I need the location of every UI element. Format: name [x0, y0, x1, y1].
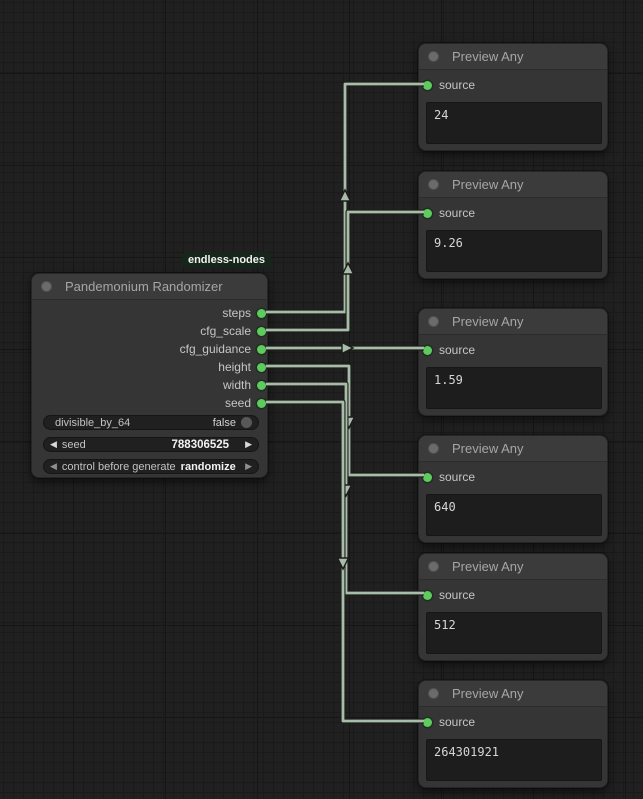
output-label: width	[222, 378, 251, 392]
collapse-dot-icon[interactable]	[428, 316, 439, 327]
collapse-dot-icon[interactable]	[41, 281, 52, 292]
input-slot-source: source	[419, 341, 607, 359]
output-dot-steps[interactable]	[257, 308, 266, 318]
node-pandemonium-randomizer[interactable]: Pandemonium Randomizer steps cfg_scale c…	[31, 273, 268, 478]
input-label: source	[439, 206, 476, 220]
node-header[interactable]: Pandemonium Randomizer	[32, 274, 267, 300]
output-label: steps	[222, 306, 251, 320]
wire-arrow-down-icon	[336, 557, 350, 571]
stepper-left-arrow-icon[interactable]: ◀	[50, 439, 57, 449]
output-label: seed	[224, 396, 251, 410]
node-preview-any-1[interactable]: Preview Any source 24	[418, 43, 608, 151]
collapse-dot-icon[interactable]	[428, 561, 439, 572]
output-slot-cfg-scale: cfg_scale	[32, 322, 267, 340]
widget-label: seed	[61, 438, 86, 451]
wire-arrow-down-icon	[342, 416, 356, 430]
node-header[interactable]: Preview Any	[419, 172, 607, 198]
node-preview-any-2[interactable]: Preview Any source 9.26	[418, 171, 608, 279]
stepper-left-arrow-icon[interactable]: ◀	[50, 461, 57, 471]
node-preview-any-4[interactable]: Preview Any source 640	[418, 435, 608, 543]
output-label: cfg_scale	[200, 324, 251, 338]
input-dot-source[interactable]	[423, 208, 432, 218]
node-preview-any-6[interactable]: Preview Any source 264301921	[418, 680, 608, 788]
input-label: source	[439, 470, 476, 484]
node-badge-endless-nodes: endless-nodes	[181, 252, 271, 268]
node-title: Preview Any	[452, 441, 524, 456]
wire-seed-to-preview-6[interactable]	[266, 399, 424, 724]
wire-width-to-preview-5[interactable]	[266, 381, 424, 596]
stepper-right-arrow-icon[interactable]: ▶	[245, 439, 252, 449]
wire-arrow-right-icon	[341, 341, 355, 355]
input-slot-source: source	[419, 713, 607, 731]
preview-value-box[interactable]: 9.26	[426, 230, 602, 272]
output-dot-cfg-guidance[interactable]	[257, 344, 266, 354]
node-header[interactable]: Preview Any	[419, 436, 607, 462]
output-dot-height[interactable]	[257, 362, 266, 372]
input-slot-source: source	[419, 204, 607, 222]
preview-value-box[interactable]: 24	[426, 102, 602, 144]
preview-value-box[interactable]: 1.59	[426, 367, 602, 409]
control-before-generate-stepper[interactable]: ◀ control before generate randomize ▶	[43, 459, 259, 474]
output-slot-cfg-guidance: cfg_guidance	[32, 340, 267, 358]
toggle-divisible-by-64[interactable]: divisible_by_64 false	[43, 415, 259, 430]
preview-value-box[interactable]: 640	[426, 494, 602, 536]
wire-cfg-guidance-to-preview-3[interactable]	[266, 341, 424, 355]
input-label: source	[439, 78, 476, 92]
input-dot-source[interactable]	[423, 345, 432, 355]
input-slot-source: source	[419, 468, 607, 486]
collapse-dot-icon[interactable]	[428, 51, 439, 62]
wire-arrow-down-icon	[339, 484, 353, 498]
collapse-dot-icon[interactable]	[428, 179, 439, 190]
wire-arrow-up-icon	[338, 188, 352, 202]
input-dot-source[interactable]	[423, 472, 432, 482]
widget-label: control before generate	[61, 460, 176, 473]
input-label: source	[439, 343, 476, 357]
seed-stepper[interactable]: ◀ seed 788306525 ▶	[43, 437, 259, 452]
output-dot-seed[interactable]	[257, 398, 266, 408]
node-header[interactable]: Preview Any	[419, 554, 607, 580]
output-slot-steps: steps	[32, 304, 267, 322]
widget-label: divisible_by_64	[55, 416, 131, 429]
node-title: Preview Any	[452, 49, 524, 64]
node-title: Preview Any	[452, 177, 524, 192]
node-preview-any-3[interactable]: Preview Any source 1.59	[418, 308, 608, 416]
toggle-knob-icon[interactable]	[241, 417, 252, 428]
seed-value: 788306525	[171, 438, 230, 451]
wire-cfg-scale-to-preview-2[interactable]	[266, 209, 424, 333]
wire-steps-to-preview-1[interactable]	[266, 81, 424, 315]
input-slot-source: source	[419, 76, 607, 94]
preview-value-box[interactable]: 512	[426, 612, 602, 654]
output-slot-seed: seed	[32, 394, 267, 412]
input-dot-source[interactable]	[423, 590, 432, 600]
input-label: source	[439, 715, 476, 729]
output-dot-cfg-scale[interactable]	[257, 326, 266, 336]
output-slot-height: height	[32, 358, 267, 376]
stepper-right-arrow-icon[interactable]: ▶	[245, 461, 252, 471]
input-dot-source[interactable]	[423, 717, 432, 727]
output-label: height	[218, 360, 251, 374]
input-dot-source[interactable]	[423, 80, 432, 90]
input-label: source	[439, 588, 476, 602]
output-label: cfg_guidance	[179, 342, 251, 356]
node-header[interactable]: Preview Any	[419, 681, 607, 707]
node-title: Preview Any	[452, 314, 524, 329]
collapse-dot-icon[interactable]	[428, 443, 439, 454]
wire-arrow-up-icon	[341, 261, 355, 275]
node-title: Preview Any	[452, 686, 524, 701]
toggle-value: false	[212, 416, 236, 429]
node-preview-any-5[interactable]: Preview Any source 512	[418, 553, 608, 661]
preview-value-box[interactable]: 264301921	[426, 739, 602, 781]
node-title: Preview Any	[452, 559, 524, 574]
node-title: Pandemonium Randomizer	[65, 279, 223, 294]
control-value: randomize	[180, 460, 236, 473]
input-slot-source: source	[419, 586, 607, 604]
output-slot-width: width	[32, 376, 267, 394]
node-header[interactable]: Preview Any	[419, 44, 607, 70]
node-header[interactable]: Preview Any	[419, 309, 607, 335]
wire-height-to-preview-4[interactable]	[266, 363, 424, 478]
output-dot-width[interactable]	[257, 380, 266, 390]
collapse-dot-icon[interactable]	[428, 688, 439, 699]
